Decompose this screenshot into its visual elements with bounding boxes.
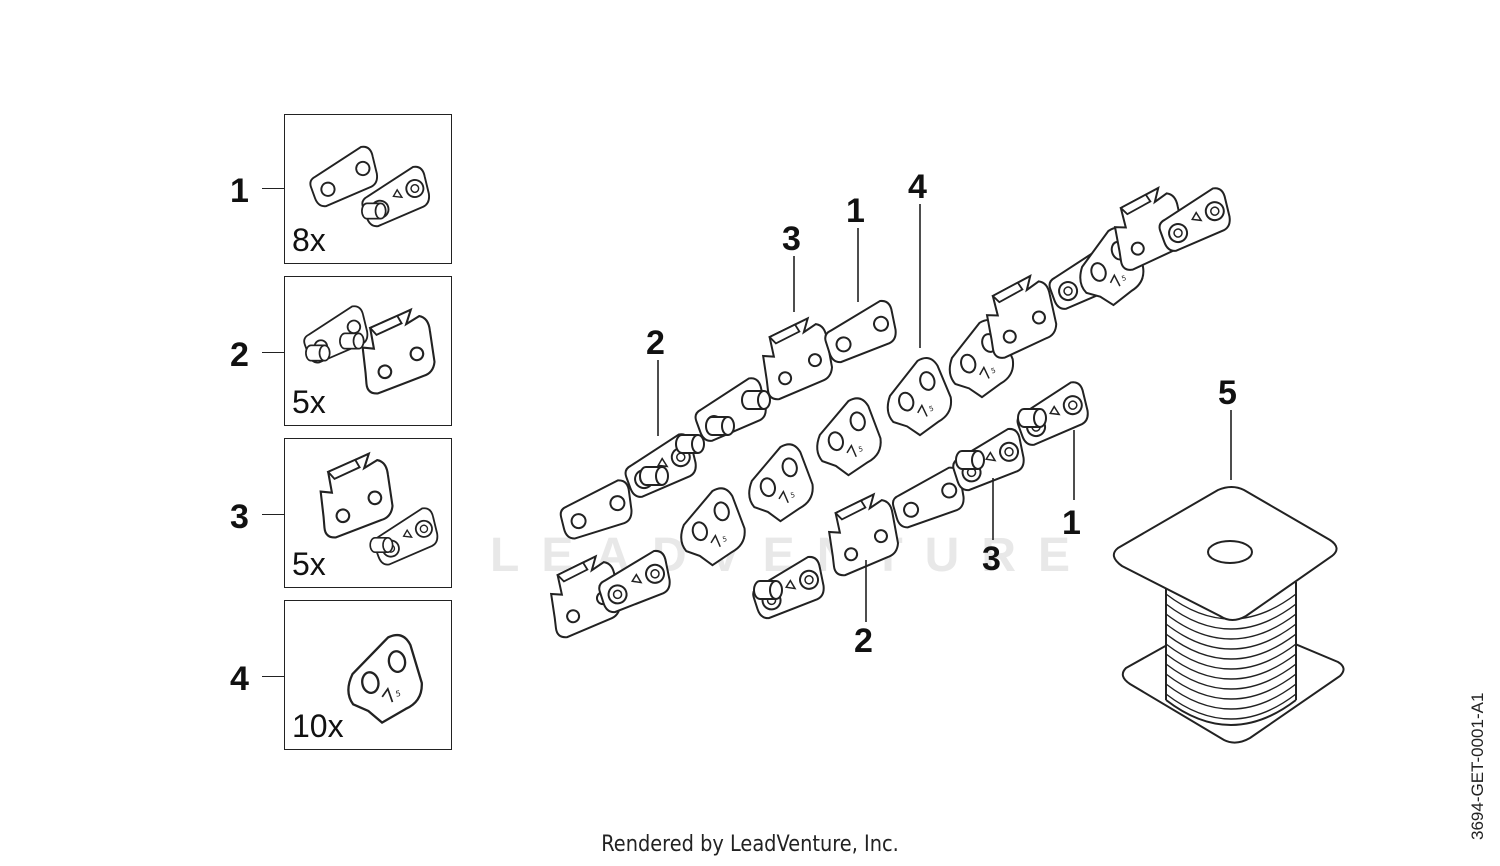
spool-coil-ring bbox=[1165, 613, 1297, 640]
drive-link bbox=[806, 393, 889, 483]
drive-link bbox=[875, 353, 960, 443]
kit-leader-line bbox=[262, 352, 284, 353]
spool-coil-ring bbox=[1165, 653, 1297, 680]
kit-box-3: 5x bbox=[284, 438, 452, 588]
side-link bbox=[554, 477, 639, 542]
footer-credit: Rendered by LeadVenture, Inc. bbox=[601, 832, 899, 857]
spool-coil-ring bbox=[1165, 623, 1297, 650]
rivet-pin bbox=[675, 434, 705, 454]
kit-leader-line bbox=[262, 188, 284, 189]
kit-leader-line bbox=[262, 676, 284, 677]
kit-quantity-2: 5x bbox=[292, 384, 326, 420]
kit-quantity-4: 10x bbox=[292, 708, 344, 744]
spool-coil-ring bbox=[1165, 633, 1297, 660]
spool-coil-ring bbox=[1165, 643, 1297, 670]
callout-upper-3: 3 bbox=[782, 220, 801, 258]
rivet-link bbox=[592, 547, 678, 616]
callout-upper-4: 4 bbox=[908, 168, 927, 206]
kit-box-2: 5x bbox=[284, 276, 452, 426]
callout-lower-2: 2 bbox=[854, 622, 873, 660]
side-link bbox=[818, 297, 904, 366]
callout-upper-1: 1 bbox=[846, 192, 865, 230]
cutter-link bbox=[749, 313, 842, 403]
callout-lower-1: 1 bbox=[1062, 504, 1081, 542]
kit-number-4: 4 bbox=[230, 660, 249, 698]
spool-coil-ring bbox=[1165, 603, 1297, 630]
rivet-pin bbox=[705, 416, 735, 436]
callout-spool-5: 5 bbox=[1218, 374, 1237, 412]
drive-link bbox=[738, 439, 821, 529]
kit-leader-line bbox=[262, 514, 284, 515]
spool-coil-ring bbox=[1165, 663, 1297, 690]
kit-number-3: 3 bbox=[230, 498, 249, 536]
rivet-pin bbox=[753, 580, 783, 600]
chain-spool bbox=[1112, 486, 1345, 744]
spool-coil-ring bbox=[1165, 683, 1297, 710]
rivet-pin bbox=[741, 390, 771, 410]
callout-upper-2: 2 bbox=[646, 324, 665, 362]
kit-box-1: 8x bbox=[284, 114, 452, 264]
kit-quantity-3: 5x bbox=[292, 546, 326, 582]
kit-number-2: 2 bbox=[230, 336, 249, 374]
kit-box-4: 10x bbox=[284, 600, 452, 750]
kit-number-1: 1 bbox=[230, 172, 249, 210]
callout-lower-3: 3 bbox=[982, 540, 1001, 578]
document-id: 3694-GET-0001-A1 bbox=[1468, 692, 1487, 840]
rivet-pin bbox=[955, 450, 985, 470]
leader-lines bbox=[657, 204, 1232, 622]
rivet-pin bbox=[1017, 408, 1047, 428]
drive-link bbox=[670, 483, 753, 573]
spool-coil-ring bbox=[1165, 673, 1297, 700]
spool-coil-ring bbox=[1165, 693, 1297, 720]
kit-quantity-1: 8x bbox=[292, 222, 326, 258]
rivet-pin bbox=[639, 466, 669, 486]
